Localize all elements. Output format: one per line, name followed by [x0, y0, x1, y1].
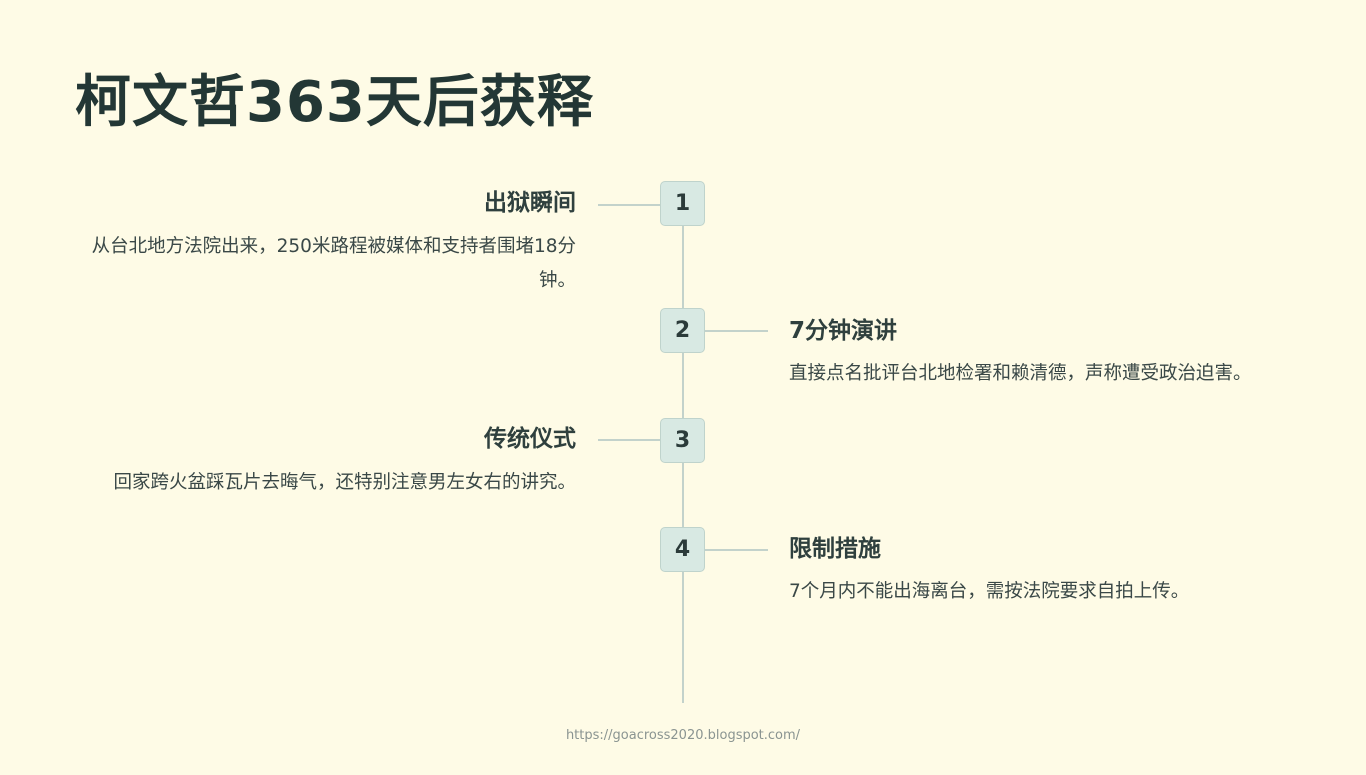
connector-line-4: [705, 549, 768, 551]
event-heading-1: 出狱瞬间: [484, 190, 576, 216]
page-title: 柯文哲363天后获释: [75, 70, 594, 135]
step-marker-1: 1: [660, 181, 705, 226]
connector-line-3: [598, 439, 660, 441]
event-description-1: 从台北地方法院出来，250米路程被媒体和支持者围堵18分钟。: [91, 236, 576, 291]
connector-line-1: [598, 204, 660, 206]
event-heading-2: 7分钟演讲: [789, 318, 898, 344]
event-description-2: 直接点名批评台北地检署和赖清德，声称遭受政治迫害。: [789, 363, 1252, 384]
source-url: https://goacross2020.blogspot.com/: [565, 728, 801, 743]
event-description-4: 7个月内不能出海离台，需按法院要求自拍上传。: [789, 581, 1190, 602]
step-marker-3: 3: [660, 418, 705, 463]
event-description-3: 回家跨火盆踩瓦片去晦气，还特别注意男左女右的讲究。: [113, 472, 576, 493]
step-marker-4: 4: [660, 527, 705, 572]
event-heading-3: 传统仪式: [484, 426, 576, 452]
connector-line-2: [705, 330, 768, 332]
event-heading-4: 限制措施: [789, 536, 881, 562]
step-marker-2: 2: [660, 308, 705, 353]
